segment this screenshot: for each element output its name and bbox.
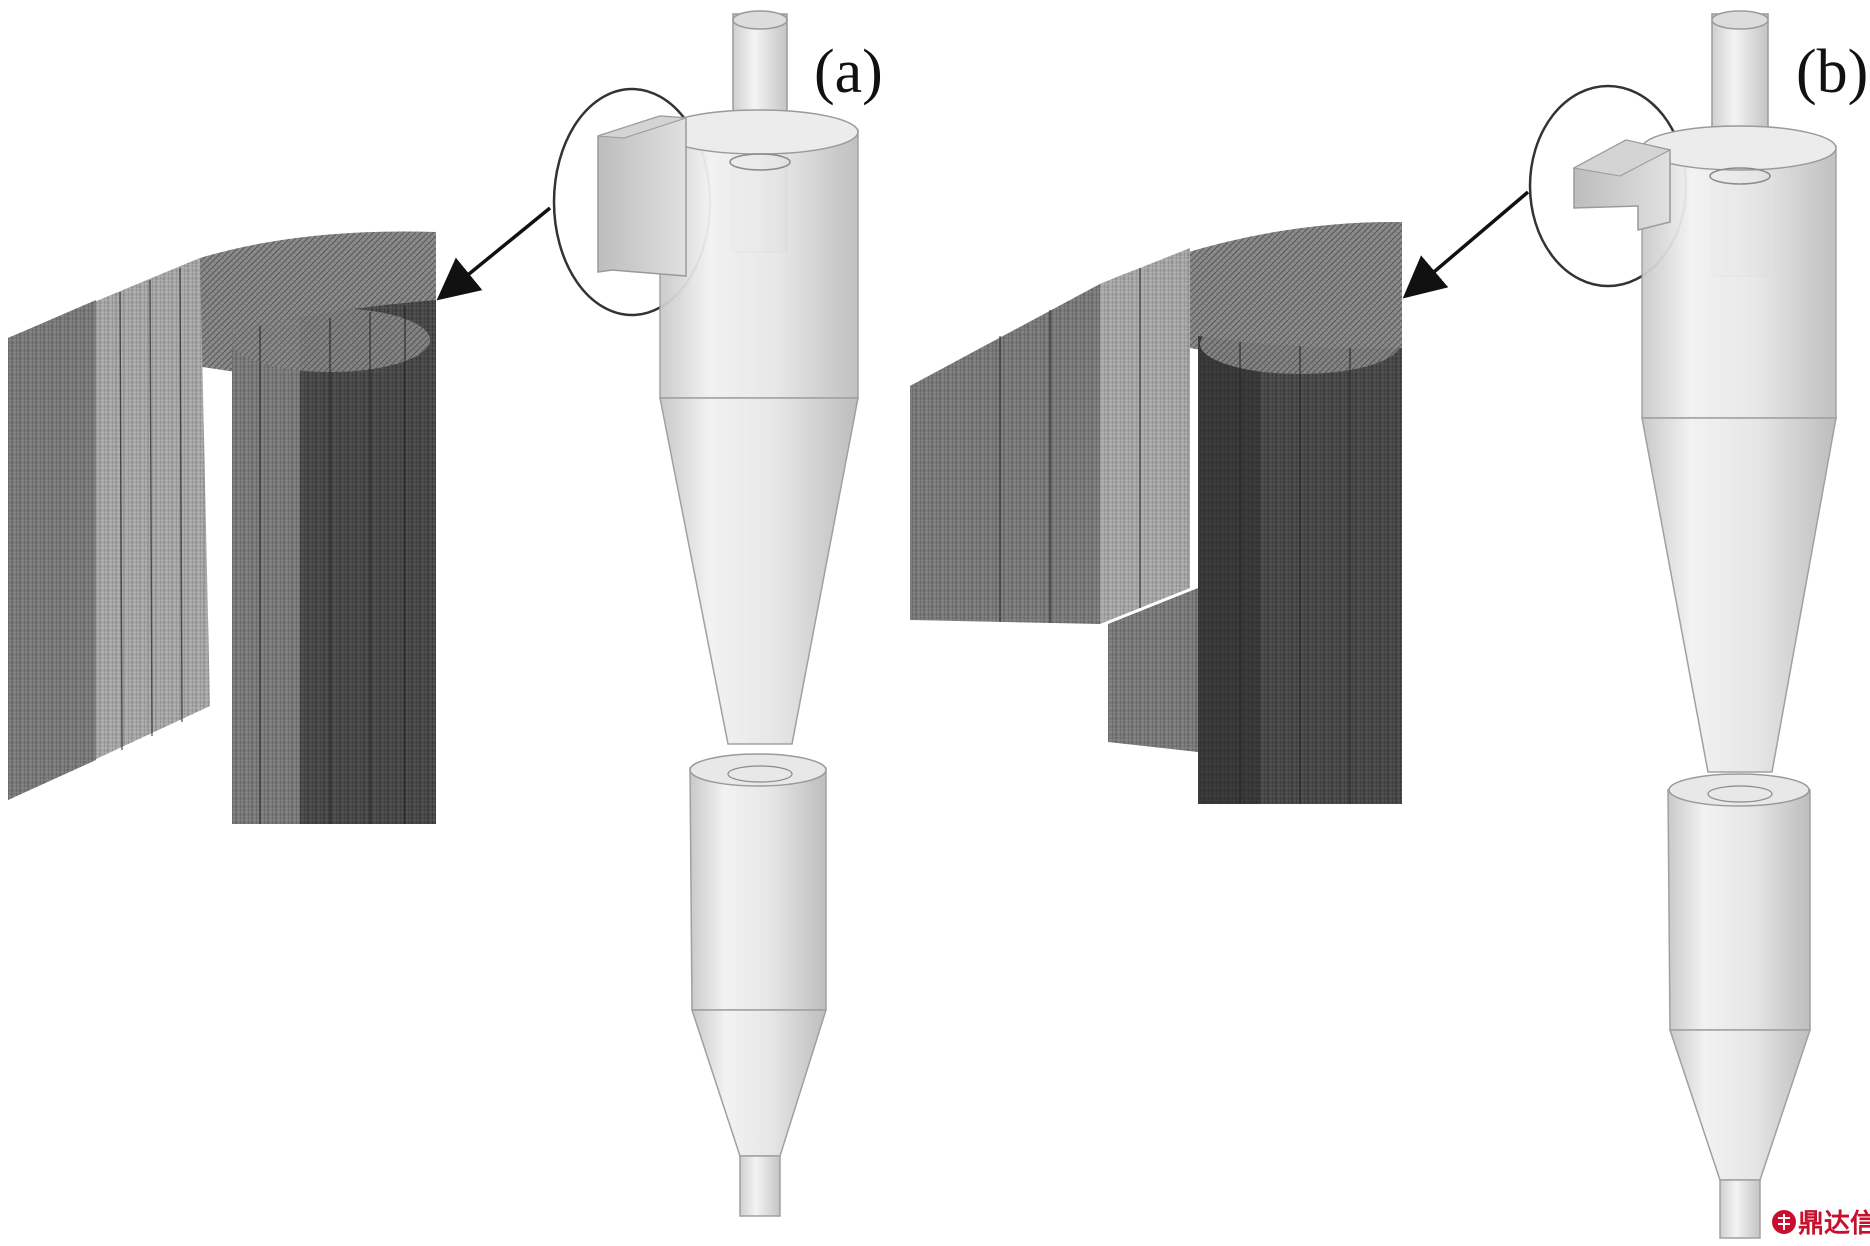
mesh-detail-b [910, 221, 1402, 804]
watermark: 鼎达信 [1772, 1209, 1870, 1239]
cyclone-model-b [1572, 10, 1837, 1239]
panel-label-a: (a) [814, 38, 883, 106]
panel-a: (a) [8, 10, 883, 1217]
watermark-text: 鼎达信 [1798, 1209, 1870, 1239]
panel-b: (b) [910, 10, 1868, 1239]
mesh-detail-a [8, 231, 436, 824]
cyclone-model-a [597, 10, 859, 1217]
callout-arrow-b [1402, 190, 1530, 299]
callout-arrow-a [436, 206, 552, 301]
panel-label-b: (b) [1796, 38, 1868, 106]
